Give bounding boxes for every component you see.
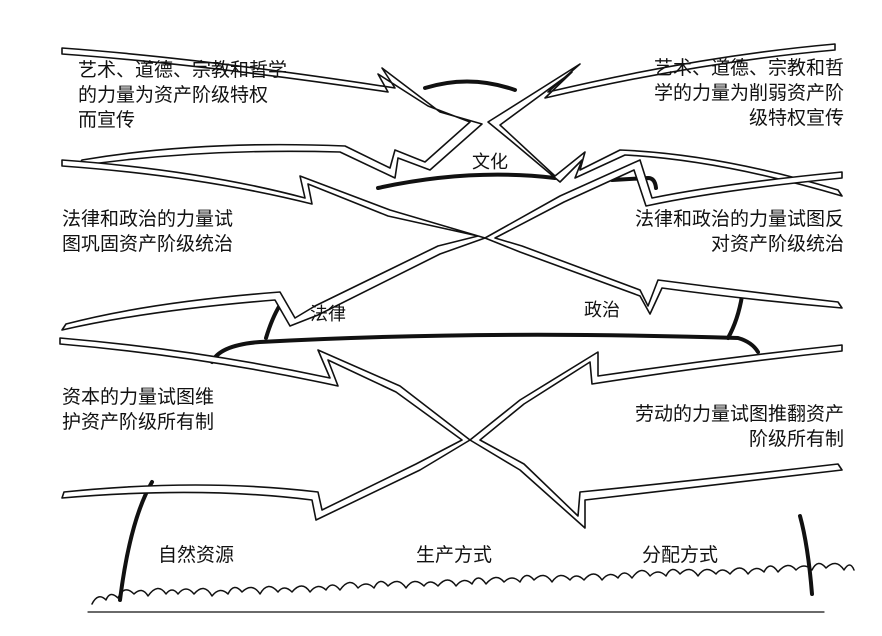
base-left-label: 自然资源: [158, 544, 235, 566]
dome-base-right: [798, 514, 814, 596]
base-center-label: 生产方式: [416, 544, 493, 566]
culture-center-label: 文化: [472, 152, 508, 173]
culture-right-text: 艺术、道德、宗教和哲 学的力量为削弱资产阶 级特权宣传: [653, 57, 844, 129]
base-right-label: 分配方式: [642, 544, 719, 566]
politics-arrow-right: [484, 159, 843, 315]
dome-culture-arc-right: [610, 176, 658, 190]
culture-left-text: 艺术、道德、宗教和哲学 的力量为资产阶级特权 而宣传: [78, 59, 288, 131]
dome-middle-right-side: [726, 294, 744, 340]
dome-middle-arc: [210, 332, 760, 364]
politics-left-text: 法律和政治的力量试 图巩固资产阶级统治: [62, 208, 234, 255]
dome-culture-arc: [376, 172, 557, 190]
dome-base-left: [118, 480, 154, 602]
culture-arrow-left: [61, 47, 483, 179]
ground-scribble: [91, 562, 855, 605]
politics-left-label: 法律: [310, 304, 346, 325]
politics-right-text: 法律和政治的力量试图反 对资产阶级统治: [634, 208, 844, 255]
dome-top-arc: [423, 79, 517, 92]
economy-arrow-left: [59, 337, 471, 521]
culture-arrow-right: [487, 43, 843, 197]
dome-middle-left-side: [264, 303, 282, 340]
economy-arrow-right: [469, 344, 843, 529]
economy-right-text: 劳动的力量试图推翻资产 阶级所有制: [634, 403, 844, 450]
economy-left-text: 资本的力量试图维 护资产阶级所有制: [62, 386, 215, 433]
politics-right-label: 政治: [584, 300, 620, 321]
politics-arrow-left: [61, 159, 486, 331]
